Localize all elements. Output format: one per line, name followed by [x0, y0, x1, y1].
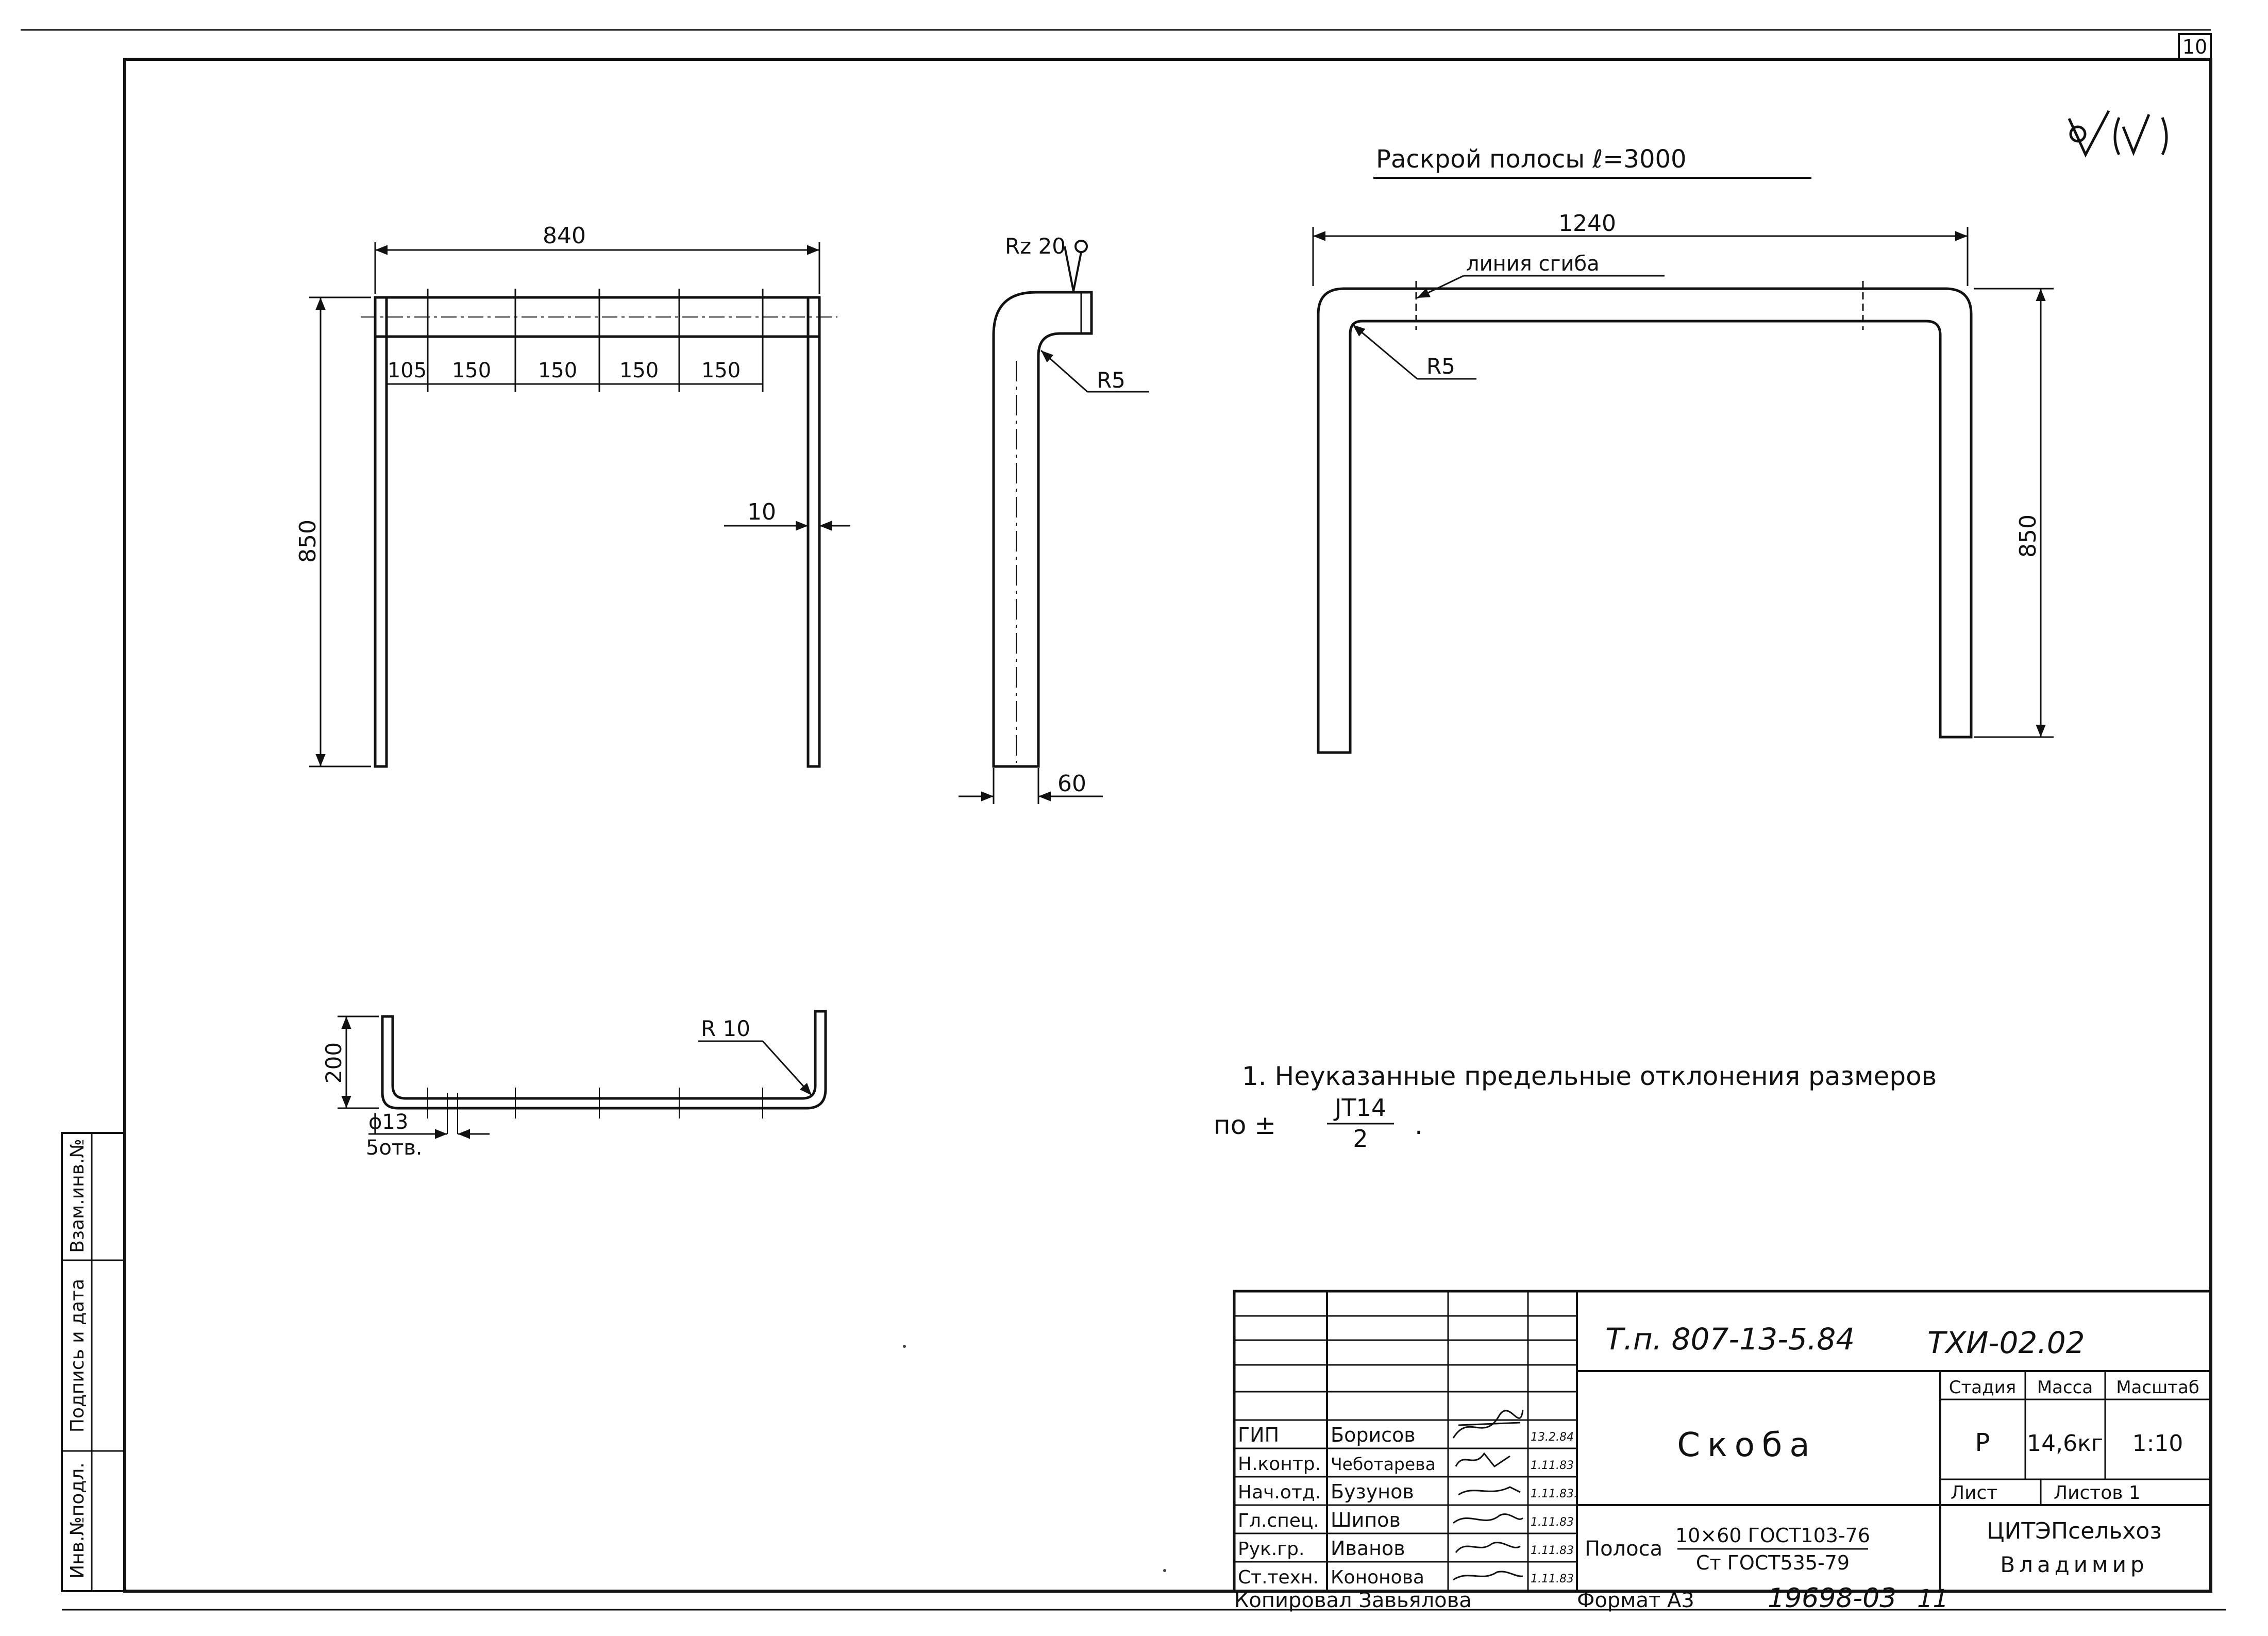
header-stage: Стадия: [1949, 1377, 2016, 1398]
note-line1: 1. Неуказанные предельные отклонения раз…: [1242, 1061, 1937, 1091]
name-0: Борисов: [1331, 1424, 1416, 1446]
org-line1: ЦИТЭПсельхоз: [1987, 1518, 2161, 1544]
role-1: Н.контр.: [1238, 1454, 1321, 1475]
spacing-3: 150: [538, 359, 577, 382]
cut-width: 1240: [1558, 210, 1616, 237]
date-1: 1.11.83: [1531, 1459, 1574, 1472]
role-4: Рук.гр.: [1238, 1539, 1304, 1560]
cut-radius: R5: [1426, 354, 1455, 379]
part-name: Скоба: [1677, 1426, 1817, 1464]
thickness-label: 10: [747, 499, 776, 525]
front-view: 840 850 105 150 150 150 150 10: [295, 223, 850, 768]
side-radius: R5: [1097, 368, 1125, 393]
material-prefix: Полоса: [1585, 1537, 1662, 1561]
stamp-replace: Взам.инв.№: [67, 1139, 88, 1253]
spacing-5: 150: [701, 359, 741, 382]
bend-label: линия сгиба: [1466, 252, 1600, 276]
value-stage: Р: [1975, 1428, 1990, 1457]
sheet-number: 10: [2182, 36, 2207, 58]
spacing-1: 105: [388, 359, 427, 382]
value-scale: 1:10: [2132, 1430, 2183, 1457]
value-mass: 14,6кг: [2027, 1430, 2103, 1457]
sheet-frame: 10: [21, 29, 2226, 1611]
plan-view: 200 R 10 ϕ13 5отв.: [321, 1010, 827, 1160]
front-width-label: 840: [543, 223, 586, 249]
name-3: Шипов: [1331, 1509, 1401, 1531]
note-prefix: по ±: [1214, 1110, 1276, 1140]
side-view: Rz 20 R5 60: [959, 233, 1149, 804]
cut-view: Раскрой полосы ℓ=3000 1240 линия сгиба R…: [1312, 145, 2054, 754]
date-4: 1.11.83: [1531, 1544, 1574, 1557]
footer-copied: Копировал Завьялова: [1234, 1589, 1472, 1612]
side-roughness: Rz 20: [1005, 233, 1066, 259]
date-2: 1.11.83.: [1531, 1488, 1577, 1500]
spacing-2: 150: [452, 359, 491, 382]
sheets-label: Листов 1: [2054, 1482, 2141, 1504]
note-end: .: [1415, 1110, 1423, 1140]
material-bottom: Ст ГОСТ535-79: [1696, 1551, 1850, 1574]
footer-format: Формат А3: [1577, 1589, 1694, 1612]
footer-sheet: 11: [1917, 1584, 1948, 1613]
date-0: 13.2.84: [1531, 1431, 1574, 1444]
cut-height: 850: [2015, 514, 2041, 558]
side-stamp: Инв.№подл. Подпись и дата Взам.инв.№: [61, 1132, 126, 1592]
spacing-4: 150: [619, 359, 659, 382]
header-scale: Масштаб: [2116, 1377, 2199, 1398]
footer: Копировал Завьялова Формат А3 19698-03 1…: [1234, 1583, 1948, 1614]
drawing-code: ТХИ-02.02: [1927, 1325, 2085, 1360]
role-2: Нач.отд.: [1238, 1482, 1321, 1503]
note-numerator: JT14: [1333, 1094, 1386, 1122]
plan-hole-count: 5отв.: [366, 1136, 423, 1160]
name-2: Бузунов: [1331, 1480, 1414, 1503]
people-table: ГИП Борисов 13.2.84 Н.контр. Чеботарева …: [1238, 1424, 1577, 1588]
plan-height: 200: [321, 1042, 346, 1083]
plan-radius: R 10: [701, 1016, 750, 1041]
title-block: Т.п. 807-13-5.84 ТХИ-02.02 Скоба Стадия …: [1233, 1290, 2212, 1593]
org-line2: Владимир: [2000, 1552, 2148, 1577]
footer-number: 19698-03: [1768, 1583, 1896, 1614]
signatures: [1452, 1409, 1524, 1581]
front-height-label: 850: [295, 520, 321, 563]
general-note: 1. Неуказанные предельные отклонения раз…: [1214, 1061, 1937, 1153]
role-0: ГИП: [1238, 1424, 1279, 1446]
name-4: Иванов: [1331, 1537, 1405, 1560]
side-width: 60: [1057, 771, 1086, 797]
roughness-symbol: [2068, 110, 2168, 158]
plan-hole: ϕ13: [368, 1110, 408, 1134]
name-1: Чеботарева: [1331, 1454, 1436, 1474]
material-top: 10×60 ГОСТ103-76: [1675, 1524, 1870, 1547]
role-3: Гл.спец.: [1238, 1510, 1319, 1531]
stamp-inv: Инв.№подл.: [67, 1462, 88, 1578]
stamp-sign: Подпись и дата: [67, 1279, 88, 1432]
name-5: Кононова: [1331, 1567, 1424, 1588]
project-number: Т.п. 807-13-5.84: [1605, 1322, 1855, 1357]
sheet-label: Лист: [1951, 1482, 1997, 1504]
cut-title: Раскрой полосы ℓ=3000: [1376, 145, 1687, 174]
note-denominator: 2: [1353, 1125, 1368, 1153]
date-5: 1.11.83: [1531, 1573, 1574, 1585]
header-mass: Масса: [2037, 1377, 2093, 1398]
role-5: Ст.техн.: [1238, 1567, 1319, 1588]
date-3: 1.11.83: [1531, 1516, 1574, 1529]
